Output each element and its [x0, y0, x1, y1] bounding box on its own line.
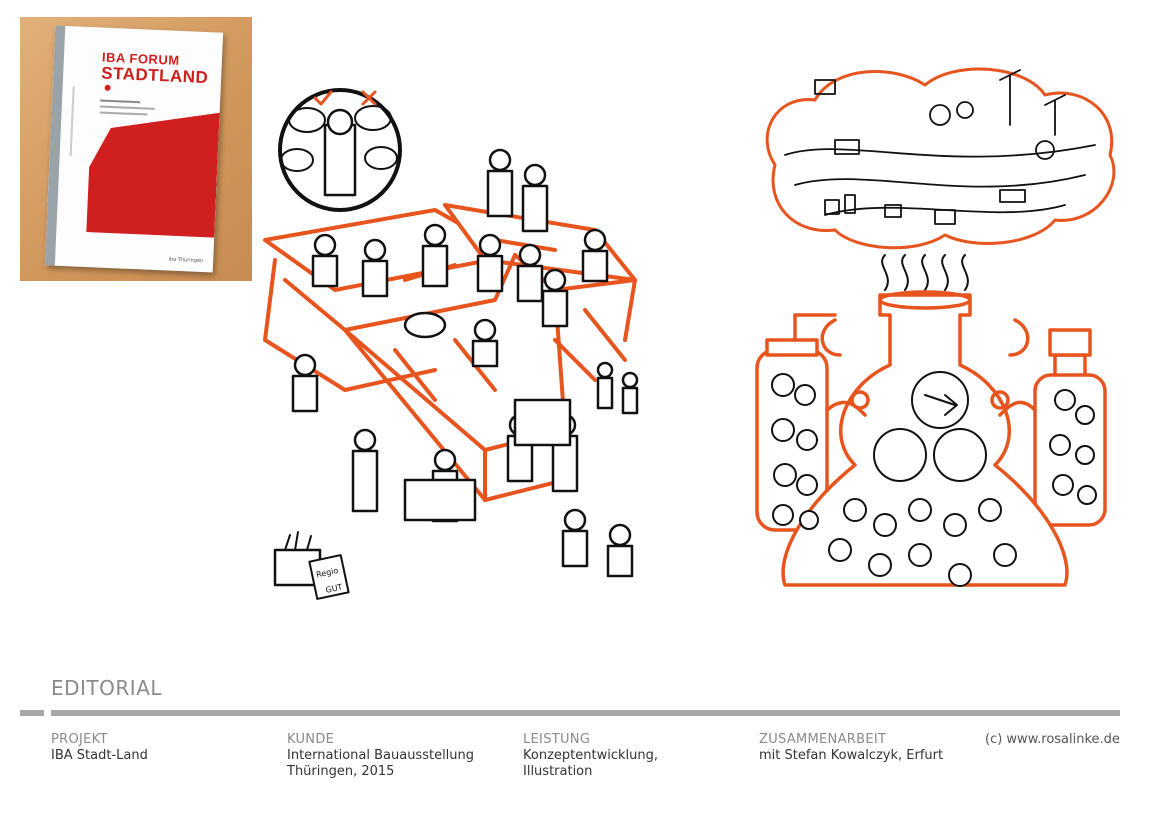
info-column-leistung: LEISTUNG Konzeptentwicklung, Illustratio… — [523, 732, 658, 780]
info-label: LEISTUNG — [523, 732, 591, 747]
info-value: mit Stefan Kowalczyk, Erfurt — [759, 748, 944, 763]
info-column-zusammenarbeit: ZUSAMMENARBEIT mit Stefan Kowalczyk, Erf… — [759, 732, 943, 764]
info-label: PROJEKT — [51, 732, 108, 747]
divider-short — [20, 710, 44, 716]
section-title: EDITORIAL — [51, 676, 163, 700]
info-label: KUNDE — [287, 732, 335, 747]
info-value: Thüringen, 2015 — [287, 764, 395, 779]
info-value: International Bauausstellung — [287, 748, 475, 763]
landscape-cloud — [765, 67, 1116, 250]
info-column-projekt: PROJEKT IBA Stadt-Land — [51, 732, 148, 764]
magazine-photo: IBA FORUM STADTLAND iba Thüringen — [20, 17, 252, 281]
crate-sign-text-2: GUT — [325, 583, 344, 595]
info-column-kunde: KUNDE International Bauausstellung Thüri… — [287, 732, 474, 780]
toolbox-illustration: Regio GUT — [263, 88, 639, 600]
magazine-cover: IBA FORUM STADTLAND iba Thüringen — [44, 25, 224, 273]
cover-red-shape — [69, 84, 220, 238]
info-value: Illustration — [523, 764, 593, 779]
info-value: Konzeptentwicklung, — [523, 748, 658, 763]
flask-illustration — [755, 67, 1116, 587]
divider-long — [51, 710, 1120, 716]
info-value: IBA Stadt-Land — [51, 748, 148, 763]
copyright-link[interactable]: (c) www.rosalinke.de — [985, 732, 1120, 747]
info-label: ZUSAMMENARBEIT — [759, 732, 887, 747]
